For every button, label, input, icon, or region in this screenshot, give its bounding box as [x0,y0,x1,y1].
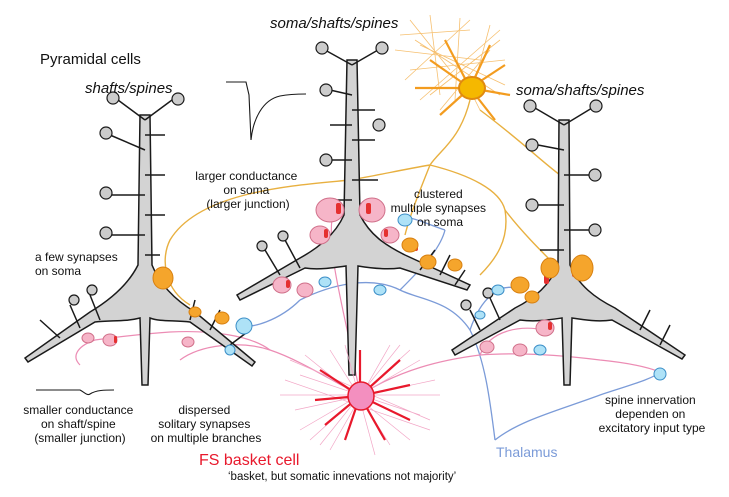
left-cell-spines [68,91,185,306]
pyramidal-cell-right [450,119,687,386]
small-conductance-trace [36,389,115,396]
orange-cell [415,39,511,121]
smaller-conductance-label: smaller conductance on shaft/spine (smal… [23,403,136,445]
larger-conductance-label: larger conductance on soma (larger junct… [195,169,300,211]
basket-note-label: ‘basket, but somatic innevations not maj… [228,471,456,483]
center-cell-title: soma/shafts/spines [270,15,399,32]
pyramidal-cell-left [23,114,257,386]
blue-boutons [224,213,667,381]
spine-innervation-label: spine innervation dependen on excitatory… [599,393,706,435]
dispersed-label: dispersed solitary synapses on multiple … [151,403,262,445]
left-cell-title: shafts/spines [85,80,173,97]
fs-basket-cell [314,350,411,441]
clustered-label: clustered multiple synapses on soma [391,187,490,229]
right-cell-spines [460,99,603,311]
center-cell-spines [256,41,389,252]
few-synapses-label: a few synapses on soma [35,250,121,278]
right-cell-branches [469,107,671,346]
right-cell-title: soma/shafts/spines [516,82,645,99]
thalamus-label: Thalamus [496,444,557,460]
pyramidal-cells-label: Pyramidal cells [40,51,141,68]
fs-basket-cell-label: FS basket cell [199,452,299,469]
large-conductance-trace [226,81,307,141]
orange-boutons [152,237,594,325]
orange-cell-dendrites [394,14,506,111]
thalamus-axon [239,217,666,441]
pyramidal-cell-center [235,59,472,376]
